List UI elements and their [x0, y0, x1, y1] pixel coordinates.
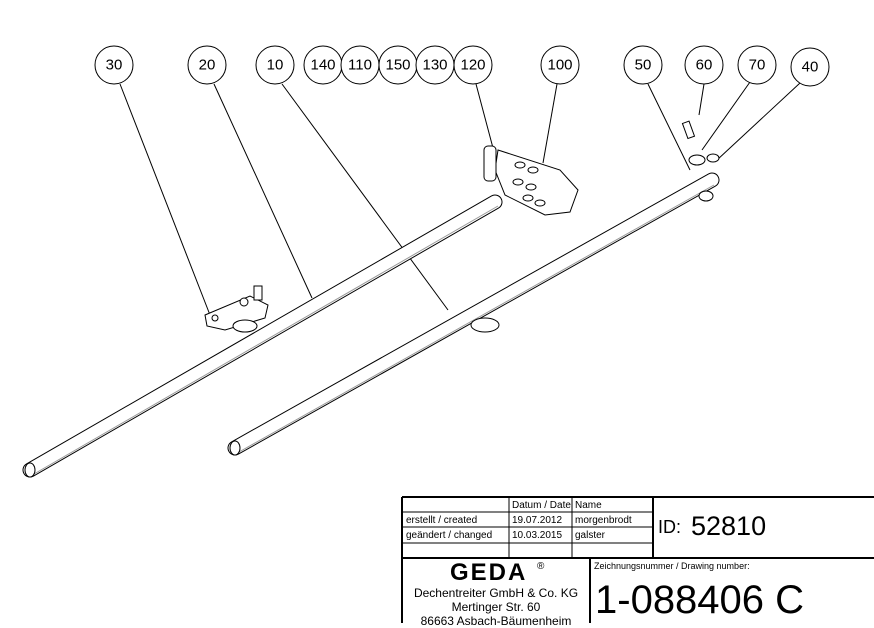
balloon-circle — [737, 45, 777, 85]
fittings-40-70 — [681, 120, 720, 202]
balloon-60: 60 — [684, 45, 724, 85]
balloon-label: 130 — [422, 57, 447, 74]
balloon-50: 50 — [623, 45, 663, 85]
registered-mark: ® — [537, 561, 545, 572]
balloon-100: 100 — [540, 45, 580, 85]
tube-20 — [22, 194, 503, 478]
balloon-70: 70 — [737, 45, 777, 85]
leader-100 — [542, 83, 558, 164]
clamp-10 — [470, 317, 500, 333]
header-name: Name — [575, 500, 602, 511]
changed-name: galster — [575, 530, 606, 541]
leader-70 — [701, 81, 751, 151]
balloon-label: 120 — [460, 57, 485, 74]
balloon-circle — [684, 45, 724, 85]
bracket-100 — [483, 145, 579, 216]
created-date: 19.07.2012 — [512, 515, 563, 526]
leader-10 — [281, 83, 449, 311]
balloon-label: 10 — [267, 57, 284, 74]
leader-40 — [716, 82, 801, 161]
id-value: 52810 — [691, 511, 767, 541]
leader-lines — [119, 81, 801, 316]
geda-logo: GEDA — [450, 559, 528, 586]
balloon-circle — [453, 45, 493, 85]
balloon-circle — [790, 47, 830, 87]
leader-20 — [213, 83, 313, 299]
balloon-circle — [540, 45, 580, 85]
balloon-label: 40 — [802, 59, 819, 76]
balloon-label: 70 — [749, 57, 766, 74]
balloons: 30 20 10 140 110 150 130 120 100 50 60 70 40 — [94, 45, 830, 87]
balloon-130: 130 — [415, 45, 455, 85]
balloon-20: 20 — [187, 45, 227, 85]
balloon-circle — [94, 45, 134, 85]
balloon-label: 60 — [696, 57, 713, 74]
leader-120 — [475, 83, 494, 149]
tube-10 — [227, 172, 720, 456]
clamp-plate-30 — [204, 285, 269, 333]
balloon-circle — [623, 45, 663, 85]
leader-30 — [119, 83, 211, 316]
balloon-40: 40 — [790, 47, 830, 87]
balloon-label: 50 — [635, 57, 652, 74]
company-city: 86663 Asbach-Bäumenheim — [420, 614, 572, 628]
company-street: Mertinger Str. 60 — [451, 600, 541, 614]
balloon-10: 10 — [255, 45, 295, 85]
company-name: Dechentreiter GmbH & Co. KG — [413, 586, 579, 600]
balloon-150: 150 — [378, 45, 418, 85]
drawing-number-label: Zeichnungsnummer / Drawing number: — [594, 561, 750, 571]
id-label: ID: — [658, 517, 682, 537]
balloon-label: 110 — [348, 57, 372, 74]
balloon-label: 140 — [310, 57, 335, 74]
leader-60 — [698, 83, 705, 116]
changed-date: 10.03.2015 — [512, 530, 563, 541]
balloon-120: 120 — [453, 45, 493, 85]
created-name: morgenbrodt — [575, 515, 632, 526]
drawing-number: 1-088406 C — [595, 578, 805, 622]
created-label: erstellt / created — [406, 515, 478, 526]
balloon-circle — [255, 45, 295, 85]
balloon-30: 30 — [94, 45, 134, 85]
balloon-circle — [187, 45, 227, 85]
balloon-label: 150 — [385, 57, 410, 74]
balloon-140: 140 — [303, 45, 343, 85]
balloon-110: 110 — [340, 45, 380, 85]
changed-label: geändert / changed — [406, 530, 493, 541]
leader-50 — [647, 83, 691, 171]
balloon-label: 100 — [547, 57, 572, 74]
balloon-label: 30 — [106, 57, 123, 74]
balloon-label: 20 — [199, 57, 216, 74]
header-date: Datum / Date — [512, 500, 571, 511]
